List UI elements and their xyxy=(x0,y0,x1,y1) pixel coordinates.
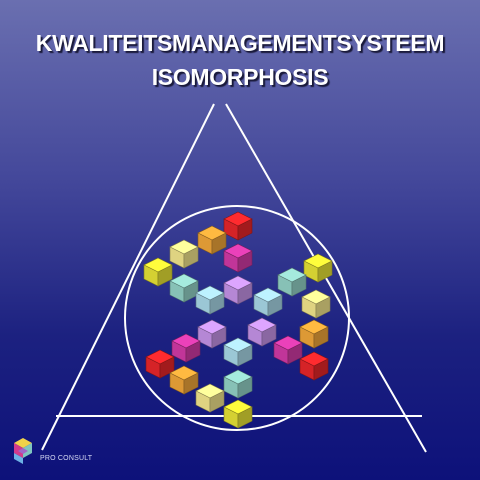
isometric-cube-logo-icon xyxy=(14,438,32,464)
cube xyxy=(223,211,253,241)
cube xyxy=(301,289,331,319)
cube xyxy=(171,333,201,363)
cube xyxy=(273,335,303,365)
cube xyxy=(195,285,225,315)
slide-title: KWALITEITSMANAGEMENTSYSTEEM xyxy=(35,30,445,56)
cube xyxy=(169,365,199,395)
cube xyxy=(247,317,277,347)
cube xyxy=(253,287,283,317)
cube xyxy=(303,253,333,283)
brand-label: PRO CONSULT xyxy=(40,455,93,462)
triangle-left-edge xyxy=(41,103,215,451)
cube xyxy=(197,319,227,349)
cube xyxy=(299,351,329,381)
cube xyxy=(195,383,225,413)
cube xyxy=(169,239,199,269)
cube xyxy=(143,257,173,287)
cube xyxy=(197,225,227,255)
cube xyxy=(223,275,253,305)
cube xyxy=(223,399,253,429)
cube xyxy=(299,319,329,349)
cube-snowflake xyxy=(143,211,333,429)
cube xyxy=(223,369,253,399)
enclosing-circle xyxy=(124,205,350,431)
cube xyxy=(145,349,175,379)
cube xyxy=(223,337,253,367)
cube xyxy=(223,243,253,273)
slide-subtitle: ISOMORPHOSIS xyxy=(151,64,329,90)
cube xyxy=(169,273,199,303)
cube xyxy=(277,267,307,297)
